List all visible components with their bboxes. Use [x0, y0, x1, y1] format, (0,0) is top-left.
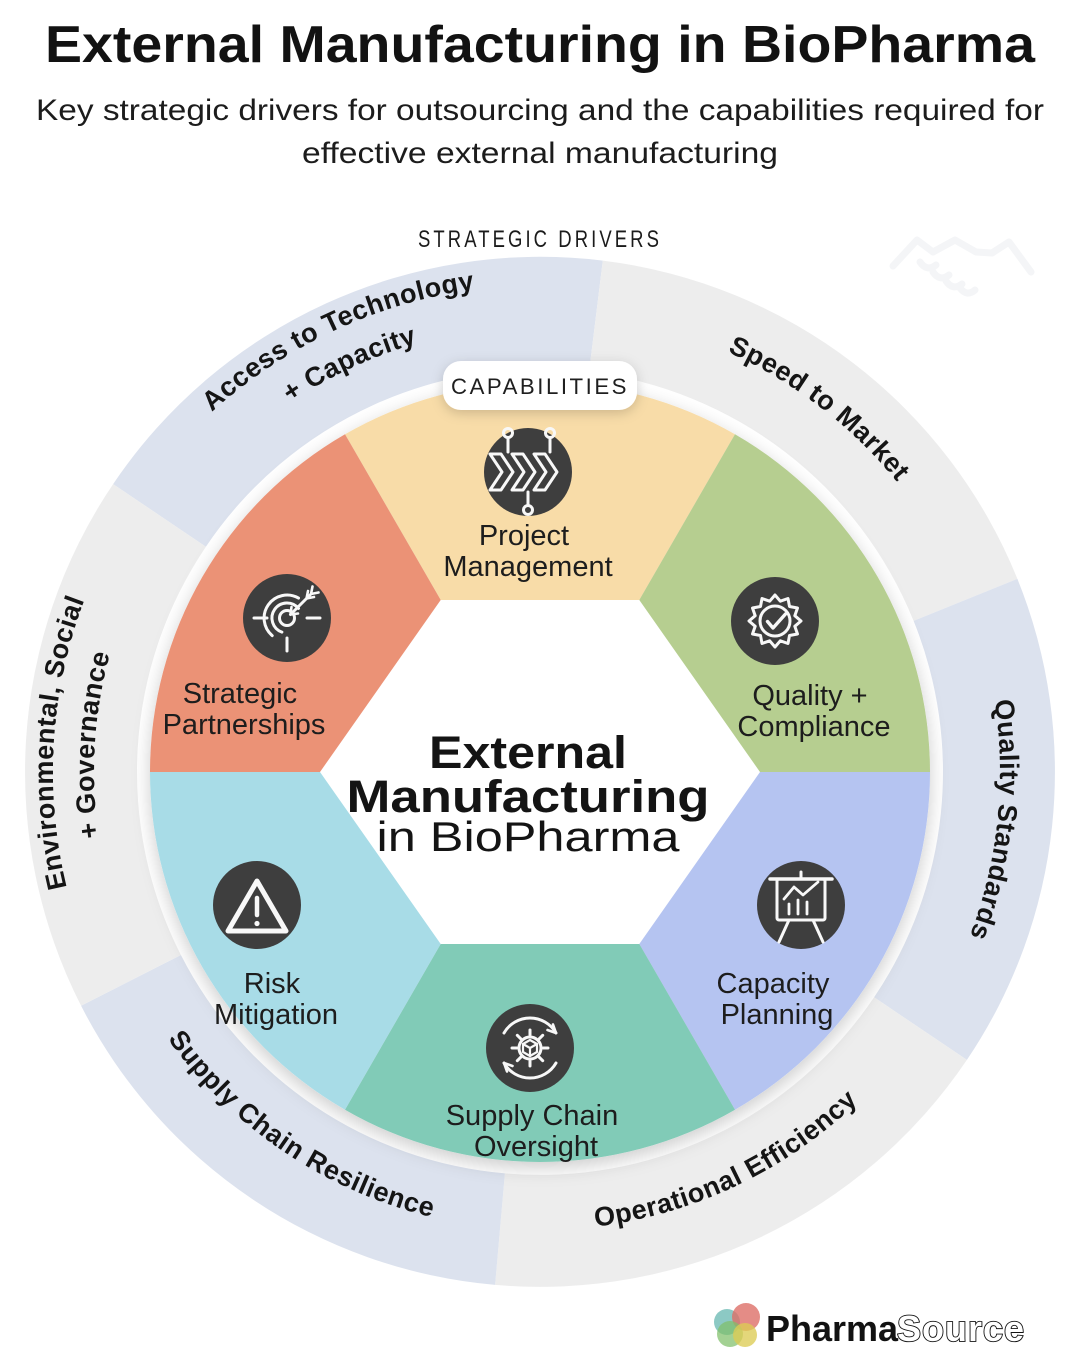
capabilities-label: CAPABILITIES: [451, 374, 629, 399]
center-title-line2: Manufacturing: [347, 771, 710, 822]
page-subtitle-line1: Key strategic drivers for outsourcing an…: [36, 94, 1044, 127]
risk-mitigation-label: Risk Mitigation: [214, 968, 338, 1031]
page-subtitle-line2: effective external manufacturing: [302, 137, 778, 170]
center-title-line1: External: [429, 727, 627, 778]
strategic-drivers-label: STRATEGIC DRIVERS: [418, 226, 662, 253]
badge-check-icon: [731, 577, 819, 665]
process-flow-icon: [484, 427, 572, 516]
driver-segment-speed-to-market: [589, 260, 1018, 621]
logo-text-pharma: Pharma: [766, 1308, 899, 1349]
capabilities-pill: CAPABILITIES: [443, 361, 637, 410]
driver-segment-quality-standards: [874, 578, 1055, 1060]
presentation-chart-icon: [757, 861, 845, 949]
target-dart-icon: [243, 574, 331, 662]
page-title: External Manufacturing in BioPharma: [45, 16, 1036, 74]
capability-wedge-supply-chain-oversight: [345, 772, 735, 1162]
gear-cycle-icon: [486, 1004, 574, 1092]
center-title: External Manufacturing in BioPharma: [347, 727, 710, 860]
warning-triangle-icon: [213, 861, 301, 949]
handshake-watermark-icon: [889, 236, 1035, 297]
capacity-planning-label: Capacity Planning: [717, 968, 838, 1031]
center-title-line3: in BioPharma: [377, 813, 681, 860]
center-hexagon: [320, 600, 760, 944]
capabilities-circle: [150, 382, 930, 1162]
strategic-partnerships-label: Strategic Partnerships: [163, 678, 326, 741]
driver-segment-access-technology: [113, 256, 603, 547]
pharmasource-logo-icon: [714, 1303, 760, 1347]
driver-segment-operational-efficiency: [495, 997, 967, 1287]
logo-text-source: Source: [897, 1308, 1025, 1349]
supply-chain-oversight-label: Supply Chain Oversight: [446, 1100, 627, 1163]
driver-segment-supply-chain-resilience: [81, 955, 505, 1285]
quality-compliance-label: Quality + Compliance: [737, 680, 890, 743]
driver-segment-esg: [25, 484, 206, 1006]
project-management-label: Project Management: [443, 520, 612, 583]
capability-wedge-project-management: [345, 382, 735, 772]
pharmasource-logo: Pharma Source: [714, 1303, 1025, 1350]
